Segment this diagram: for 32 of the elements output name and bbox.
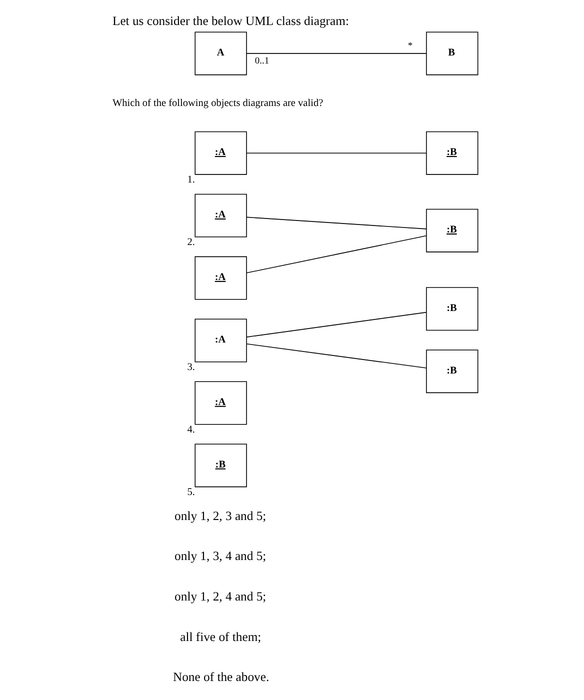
label: 0..1 <box>254 56 270 66</box>
connector <box>246 235 427 274</box>
node-label: 3. <box>187 362 195 374</box>
node-box: :B <box>426 131 478 175</box>
connector <box>246 312 427 338</box>
node-label: 4. <box>187 424 195 436</box>
label: Which of the following objects diagrams are valid? <box>112 98 324 109</box>
node-box: :B <box>194 444 247 488</box>
node-box: :A <box>194 318 247 362</box>
connector <box>246 53 427 54</box>
node-label: 1. <box>187 174 195 186</box>
label: only 1, 2, 3 and 5; <box>174 508 266 523</box>
node-box: :B <box>426 287 478 331</box>
connector <box>246 343 427 368</box>
node-label: 2. <box>187 237 195 248</box>
label: None of the above. <box>172 670 270 684</box>
connector <box>246 216 427 230</box>
node-box: :A <box>194 256 247 300</box>
node-label: 5. <box>187 487 195 498</box>
node-box: :A <box>194 194 247 238</box>
label: * <box>408 42 413 52</box>
node-box: :A <box>194 131 247 175</box>
node-box: :B <box>426 208 478 252</box>
label: only 1, 2, 4 and 5; <box>174 590 266 604</box>
node-box: A <box>194 32 247 76</box>
node-box: :A <box>194 381 247 425</box>
label: only 1, 3, 4 and 5; <box>174 549 266 564</box>
node-box: B <box>426 32 478 76</box>
label: all five of them; <box>180 630 262 644</box>
diagram-title: Let us consider the below UML class diagram: <box>112 14 349 28</box>
node-box: :B <box>426 350 478 394</box>
connector <box>246 152 427 154</box>
